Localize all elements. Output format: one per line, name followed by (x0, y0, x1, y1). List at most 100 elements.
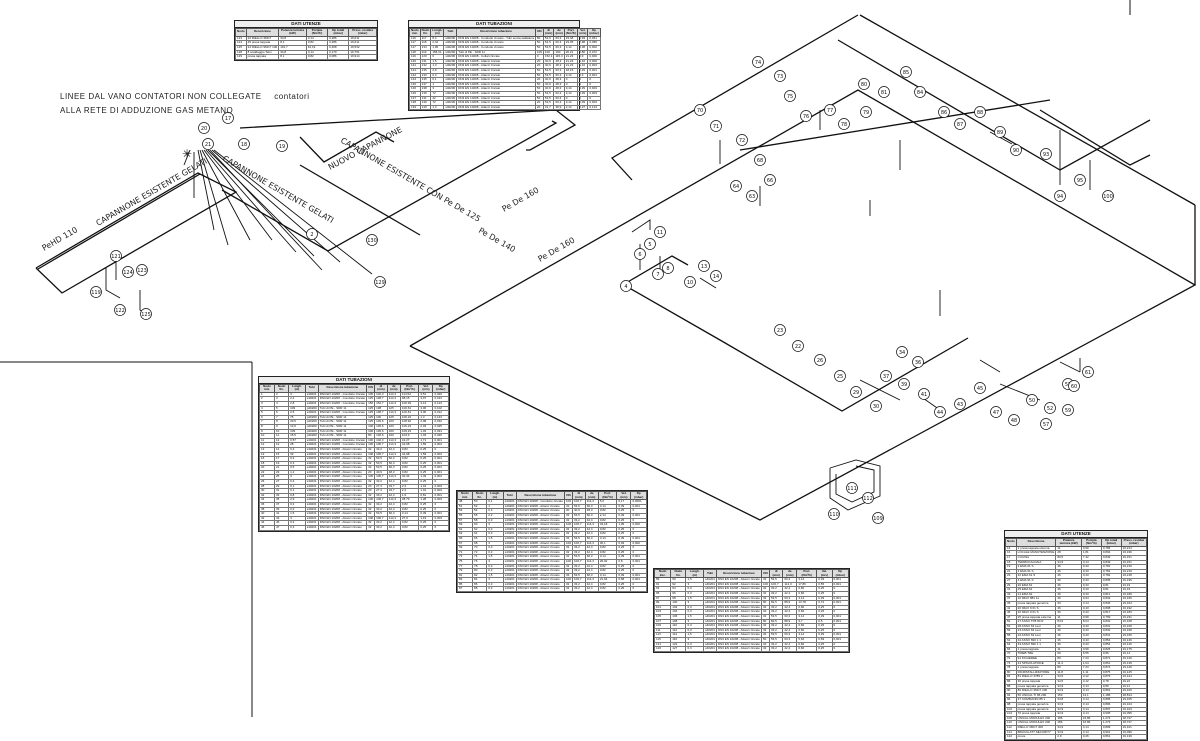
node-balloon-label: 130 (367, 238, 377, 244)
node-balloon-label: 78 (841, 122, 847, 128)
table-cell: 122 (1005, 734, 1017, 740)
node-balloon-label: 63 (749, 194, 755, 200)
table-cell: s40201 (502, 545, 517, 551)
table-cell: DN3 EN 10208 - Attacci zincato (515, 522, 565, 528)
table-cell: p40200 (304, 405, 319, 412)
table-cell: s40201 (703, 627, 717, 634)
table-cell: s40201 (304, 410, 319, 416)
table-header-cell: Port. (Nm³/h) (796, 568, 818, 579)
node-balloon-label: 77 (827, 108, 833, 114)
drawing-frame (0, 0, 1131, 717)
table-cell: s40201 (304, 465, 319, 471)
table-cell: 0,123 (587, 104, 601, 111)
node-balloon (654, 226, 666, 238)
table-cell: UNICAL MODULEX 200 (1015, 720, 1057, 726)
node-balloon (912, 356, 924, 368)
table-cell: s40201 (703, 577, 717, 583)
node-balloon (710, 270, 722, 282)
node-balloon (900, 66, 912, 78)
table-cell: DN3 EN 10208 - Attacci zincato (715, 636, 762, 643)
table-cell: 158,31 (430, 49, 445, 56)
table-cell: 0 (630, 586, 647, 593)
table-cell: DN3 EN 10208 - Attacci zincato (515, 563, 565, 570)
node-balloon (110, 250, 122, 262)
node-balloon-label: 57 (1043, 422, 1049, 428)
table-header-cell: Dp (mbar) (432, 383, 449, 393)
node-balloon-label: 13 (701, 264, 707, 270)
table-cell: s40200 (443, 86, 458, 92)
node-balloon (1026, 394, 1038, 406)
table-cell: 42,4 (584, 586, 599, 593)
node-balloon-label: 72 (739, 138, 745, 144)
node-balloon-label: 64 (733, 184, 739, 190)
table-cell: DN3 EN 10208 - Attacci zincato (515, 531, 565, 537)
node-balloon (634, 248, 646, 260)
table-cell: s40200 (443, 67, 458, 74)
node-balloon (934, 406, 946, 418)
table-cell: DN3 EN 10208 - Attacci zincato (515, 513, 565, 519)
table-cell: s40200 (443, 45, 458, 51)
table-cell: DN3 EN 10208 - Attacci zincato (317, 506, 368, 513)
node-balloon (834, 370, 846, 382)
table-cell: 152,1 (542, 54, 555, 60)
table-header-cell: DN (534, 27, 544, 37)
node-balloon-label: 41 (921, 392, 927, 398)
node-balloon-label: 123 (137, 268, 147, 274)
table-header-cell: Lungh. (m) (685, 568, 705, 579)
table-cell: DN3 EN 10208 - Attacci zincato (515, 549, 565, 556)
node-balloon-label: 89 (997, 130, 1003, 136)
table-cell: DN3 EN 10208 - Attacci zincato (715, 577, 762, 583)
node-balloon-label: 6 (638, 252, 641, 258)
main-pipes (35, 14, 1197, 521)
node-balloon (306, 228, 318, 240)
label-pe-de-160: Pe De 160 (501, 185, 541, 213)
table-cell: 0,3 (685, 646, 705, 652)
node-balloon-label: 29 (853, 390, 859, 396)
table-cell: DN3 EN 10208 - Attacci zincato (515, 568, 565, 574)
table-cell: s40201 (703, 613, 717, 620)
table-cell: DN3 EN 10208 - Attacci zincato (456, 104, 536, 111)
node-balloon (1040, 148, 1052, 160)
table-cell: 2,9 (1055, 734, 1082, 740)
table-cell: 127 (670, 646, 687, 652)
table-header-cell: Vel. (m/s) (816, 568, 833, 579)
table-cell: 0,26 (1080, 734, 1102, 740)
table-cell: s40201 (502, 526, 517, 533)
node-balloon (896, 346, 908, 358)
table-cell: s40201 (502, 549, 517, 556)
table-cell: DN3 EN 10208 - Condotto zincato (317, 391, 368, 398)
table-cell: s40201 (703, 581, 717, 588)
table-header-cell: Tubi (703, 568, 717, 579)
table-cell: s40201 (703, 600, 717, 606)
table-cell: s40201 (703, 586, 717, 592)
table-cell: 1,3 (430, 104, 445, 111)
node-balloon-label: 68 (757, 158, 763, 164)
north-star-icon: ✳ (182, 147, 192, 161)
table-cell: 0,82 (305, 54, 329, 60)
node-balloon (694, 104, 706, 116)
node-balloon-label: 125 (141, 312, 151, 318)
node-balloon (136, 264, 148, 276)
table-cell: 0,861 (1100, 734, 1122, 740)
table-cell: DN3 EN 10208 - Attacci zincato (715, 604, 762, 611)
table-cell: 0,25 (418, 525, 434, 531)
table-cell: s40200 (443, 54, 458, 60)
table-cell: 139 (409, 104, 421, 111)
node-balloon-label: 25 (837, 374, 843, 380)
node-balloon (860, 106, 872, 118)
table-cell: 88 (472, 586, 488, 593)
table-cell: DN3 EN 10208 - Attacci zincato (515, 577, 565, 583)
table-cell: s40200 (443, 95, 458, 102)
note-line-1-text: LINEE DAL VANO CONTATORI NON COLLEGATE (60, 92, 262, 101)
table-cell: s40201 (304, 525, 319, 531)
